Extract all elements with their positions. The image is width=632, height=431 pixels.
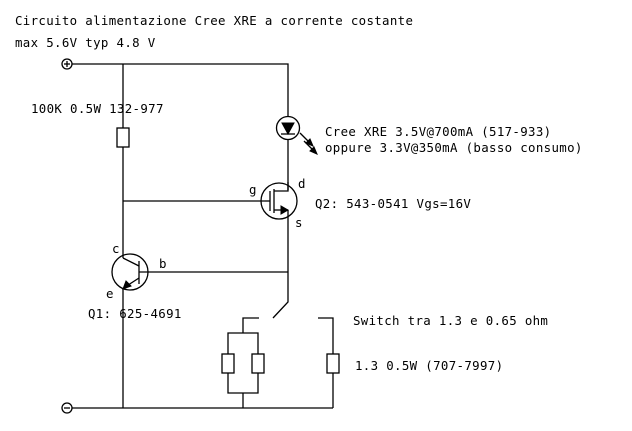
q1-label: Q1: 625-4691 xyxy=(88,306,182,321)
negative-terminal xyxy=(61,402,73,414)
switch-label: Switch tra 1.3 e 0.65 ohm xyxy=(353,313,548,328)
q1-pin-c: c xyxy=(112,241,120,256)
switch-blade xyxy=(272,219,289,319)
q2-pin-s: s xyxy=(295,215,303,230)
title-line-2: max 5.6V typ 4.8 V xyxy=(15,35,156,50)
led-label-1: Cree XRE 3.5V@700mA (517-933) xyxy=(325,124,551,139)
parallel-bottom-bus xyxy=(227,373,259,394)
title-line-1: Circuito alimentazione Cree XRE a corren… xyxy=(15,13,413,28)
parallel-top-bus xyxy=(227,332,259,354)
resistor-100k xyxy=(116,127,130,148)
q2-pin-d: d xyxy=(298,176,306,191)
switch-contact-right xyxy=(318,317,334,354)
led-label-2: oppure 3.3V@350mA (basso consumo) xyxy=(325,140,583,155)
resistor-sense-label: 1.3 0.5W (707-7997) xyxy=(355,358,503,373)
resistor-parallel-1 xyxy=(221,353,235,374)
resistor-sense xyxy=(326,353,340,374)
mosfet-q2-icon xyxy=(260,182,298,220)
resistor-100k-label: 100K 0.5W 132-977 xyxy=(31,101,164,116)
bjt-q1-icon xyxy=(111,253,149,408)
top-rail-wire xyxy=(72,63,289,117)
q2-pin-g: g xyxy=(249,182,257,197)
positive-terminal xyxy=(61,58,73,70)
q1-pin-e: e xyxy=(106,286,114,301)
led-icon xyxy=(275,115,318,155)
resistor-parallel-2 xyxy=(251,353,265,374)
q1-pin-b: b xyxy=(159,256,167,271)
switch-contact-left xyxy=(242,317,259,333)
q2-label: Q2: 543-0541 Vgs=16V xyxy=(315,196,471,211)
